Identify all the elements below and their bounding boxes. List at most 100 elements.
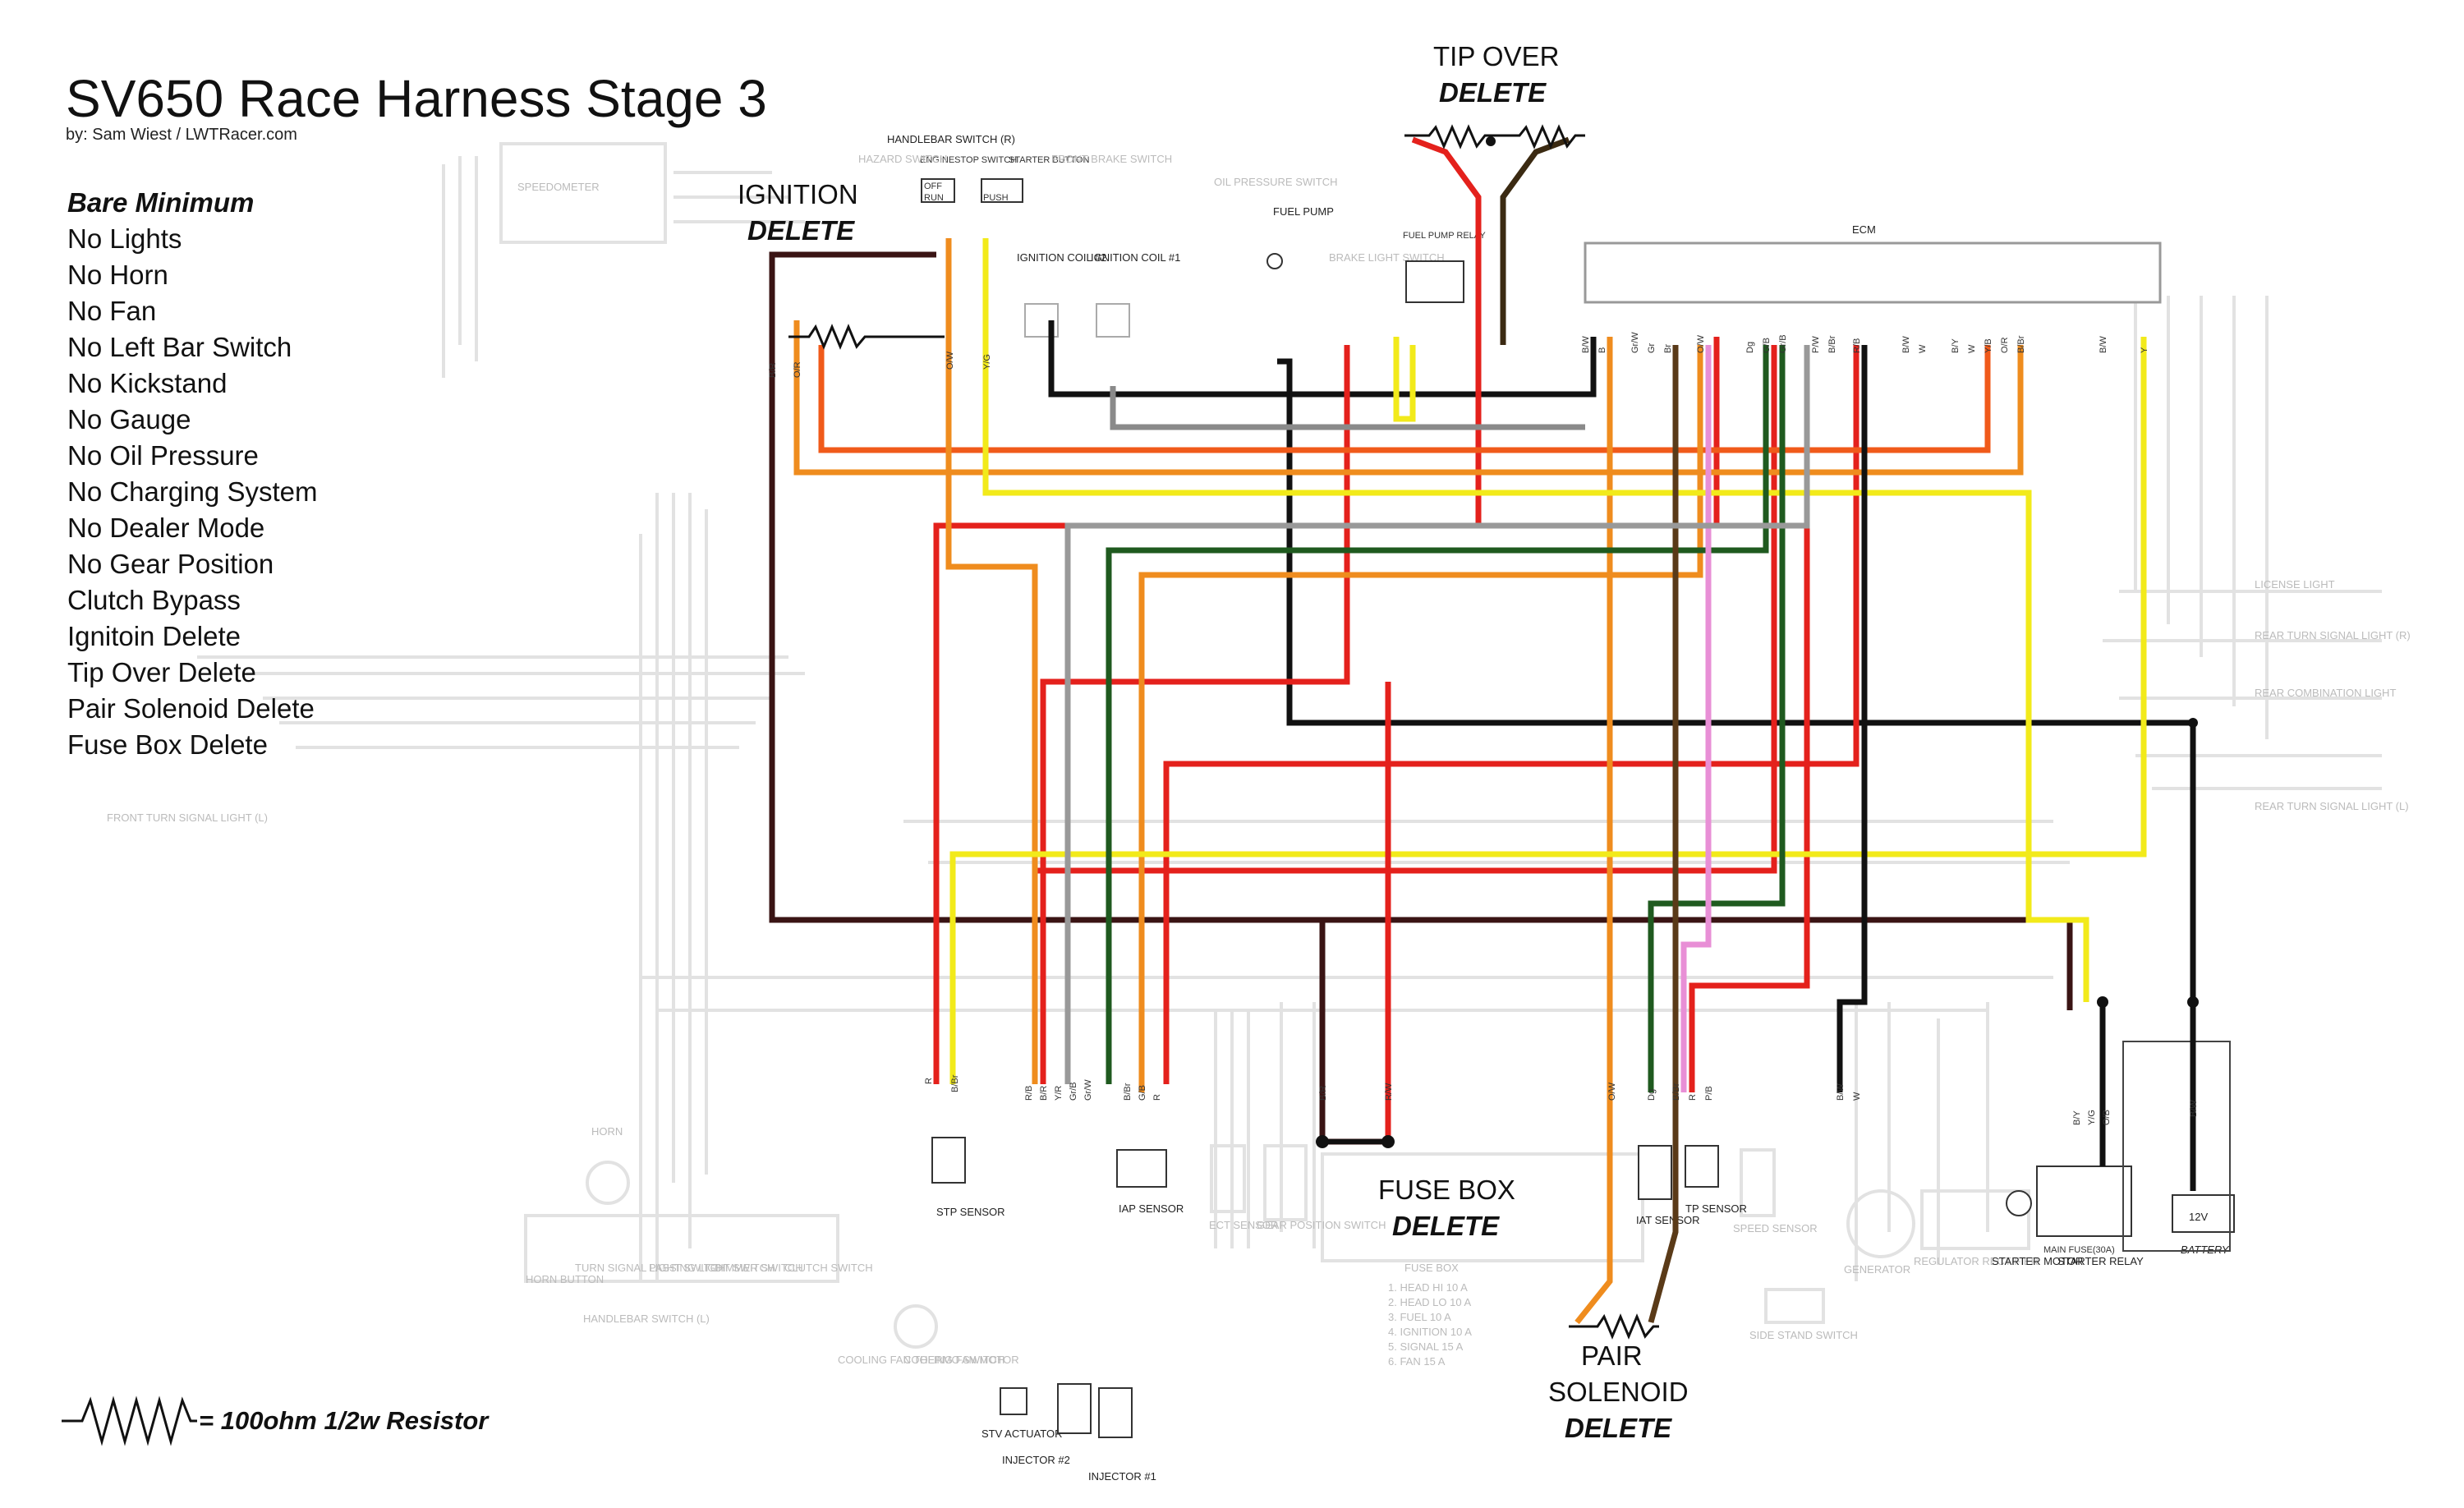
left-handlebar-switch-faint [524, 1214, 839, 1283]
fuse-list: 1. HEAD HI 10 A 2. HEAD LO 10 A 3. FUEL … [1388, 1281, 1472, 1368]
mod-item: Clutch Bypass [67, 585, 241, 615]
wire-yellow-2 [982, 238, 2089, 1002]
ecm-pin: W [1967, 344, 1977, 353]
handlebar-switch-r-label: HANDLEBAR SWITCH (R) [887, 133, 1015, 145]
fuse-list-item: 2. HEAD LO 10 A [1388, 1296, 1471, 1308]
speed-sensor-faint [1740, 1148, 1776, 1217]
starter-relay [2036, 1165, 2132, 1237]
ecm-pin: B/Br [1827, 335, 1837, 353]
mods-heading: Bare Minimum [67, 187, 254, 218]
engine-stop-switch-label: ENGINESTOP SWITCH [920, 155, 1017, 165]
ignition-coil-2-label: IGNITION COIL #2 [1017, 251, 1106, 264]
oil-pressure-switch-label: OIL PRESSURE SWITCH [1214, 176, 1337, 188]
wire-orange-ign [945, 238, 1038, 1084]
tip-over-delete: DELETE [1439, 77, 1547, 108]
mod-item: No Left Bar Switch [67, 332, 292, 362]
fuse-box-title: FUSE BOX [1378, 1175, 1515, 1205]
fuse-box-title-faint: FUSE BOX [1404, 1262, 1459, 1274]
pair-title: PAIR [1581, 1340, 1643, 1371]
fuel-pump-label: FUEL PUMP [1273, 205, 1334, 218]
wire-code: Y/G [2087, 1110, 2097, 1125]
speed-sensor-label: SPEED SENSOR [1733, 1222, 1818, 1234]
ecm-pin: Dg [1745, 342, 1755, 353]
handlebar-switch-l-label: HANDLEBAR SWITCH (L) [583, 1313, 710, 1325]
wire-orange-1 [793, 320, 2024, 476]
wire-code: B/Br [950, 1074, 960, 1092]
wire-green-2 [1106, 345, 1769, 1084]
horn-label: HORN [591, 1125, 623, 1138]
wire-red-5 [1689, 345, 1810, 1092]
ecm-pin: W [1918, 344, 1928, 353]
wire-code-labels: R B/Br R/B B/R Y/R Gr/B Gr/W B/Br G/B R … [768, 351, 2199, 1125]
ignition-coil-1 [1096, 303, 1130, 338]
front-turn-l-label: FRONT TURN SIGNAL LIGHT (L) [107, 811, 268, 824]
speedometer-box [499, 142, 667, 244]
mods-list: No Lights No Horn No Fan No Left Bar Swi… [67, 223, 317, 760]
tip-over-title: TIP OVER [1433, 41, 1559, 71]
fuse-box-faint [1321, 1152, 1644, 1262]
wire-orange-3 [1138, 345, 1703, 1092]
fuse-box-delete: DELETE [1392, 1211, 1500, 1241]
rear-combination-label: REAR COMBINATION LIGHT [2255, 687, 2396, 699]
fuel-pump-relay [1405, 260, 1464, 303]
wire-code: B/Y [2072, 1110, 2082, 1125]
mod-item: Pair Solenoid Delete [67, 693, 315, 724]
wire-junction [2187, 996, 2199, 1008]
ignition-resistor-icon [788, 324, 945, 350]
wire-code: Gr/B [1069, 1082, 1078, 1101]
tip-over-junction [1486, 136, 1496, 146]
pair-delete: DELETE [1565, 1413, 1672, 1443]
stp-sensor-label: STP SENSOR [936, 1206, 1005, 1218]
mod-item: No Gauge [67, 404, 191, 434]
wire-junction [2097, 996, 2108, 1008]
starter-button-label: STARTER BUTTON [1009, 155, 1089, 165]
fuel-pump-motor-icon [1266, 253, 1283, 269]
horn-faint [586, 1161, 630, 1205]
license-light-label: LICENSE LIGHT [2255, 578, 2335, 591]
wire-code: Y/R [1054, 1086, 1064, 1101]
mod-item: Fuse Box Delete [67, 729, 268, 760]
wire-orange-pair [1574, 337, 1613, 1325]
ecm-pin: Y [2140, 347, 2149, 353]
wire-code: B/W [1836, 1083, 1846, 1101]
wire-code: O/B [2102, 1110, 2112, 1125]
ecm-pin: P/W [1811, 336, 1821, 353]
main-fuse-label: MAIN FUSE(30A) [2043, 1245, 2115, 1255]
wire-black-ign [769, 251, 2073, 1010]
wire-gray-1 [1110, 386, 1585, 430]
ecm-pin: B/Br [2016, 335, 2026, 353]
wire-code: B/Br [1123, 1083, 1133, 1101]
wire-yellow-3 [1393, 337, 1416, 422]
ignition-coil-1-label: IGNITION COIL #1 [1091, 251, 1180, 264]
wire-code: O/W [945, 351, 955, 370]
ecm-pin: O/W [1696, 334, 1706, 353]
starter-motor-icon [2006, 1190, 2032, 1216]
faint-background-circuit [197, 142, 2382, 1349]
wire-code: W [1852, 1092, 1862, 1101]
side-stand-switch-label: SIDE STAND SWITCH [1749, 1329, 1858, 1341]
stp-sensor [931, 1137, 966, 1184]
mod-item: Tip Over Delete [67, 657, 256, 687]
ecm-pin: B/W [2099, 336, 2108, 353]
wire-code: G/B [1138, 1085, 1147, 1101]
mod-item: No Dealer Mode [67, 513, 264, 543]
wire-code: R [924, 1078, 934, 1084]
wire-pink [1680, 345, 1712, 1092]
ecm-label: ECM [1852, 223, 1876, 236]
ect-sensor-label: ECT SENSOR [1209, 1219, 1278, 1231]
injector-1 [1098, 1387, 1133, 1438]
injector-2-label: INJECTOR #2 [1002, 1454, 1070, 1466]
rear-turn-r-label: REAR TURN SIGNAL LIGHT (R) [2255, 629, 2411, 641]
turn-signal-switch-label: TURN SIGNAL LIGHT SWITCH [575, 1262, 725, 1274]
resistor-legend-text: = 100ohm 1/2w Resistor [199, 1406, 490, 1435]
pair-solenoid: SOLENOID [1548, 1377, 1689, 1407]
passing-light-switch-label: PASSING LIGHT SWITCH [649, 1262, 775, 1274]
horn-button-label: HORN BUTTON [526, 1273, 604, 1285]
fuse-box-terminal [1316, 1135, 1329, 1148]
wire-brown-1 [1648, 345, 1679, 1323]
iat-sensor-label: IAT SENSOR [1636, 1214, 1700, 1226]
fuel-pump-relay-label: FUEL PUMP RELAY [1403, 231, 1486, 241]
stv-actuator [1000, 1387, 1027, 1415]
wire-code: B/R [768, 363, 778, 378]
switch-run-label: RUN [924, 193, 944, 203]
